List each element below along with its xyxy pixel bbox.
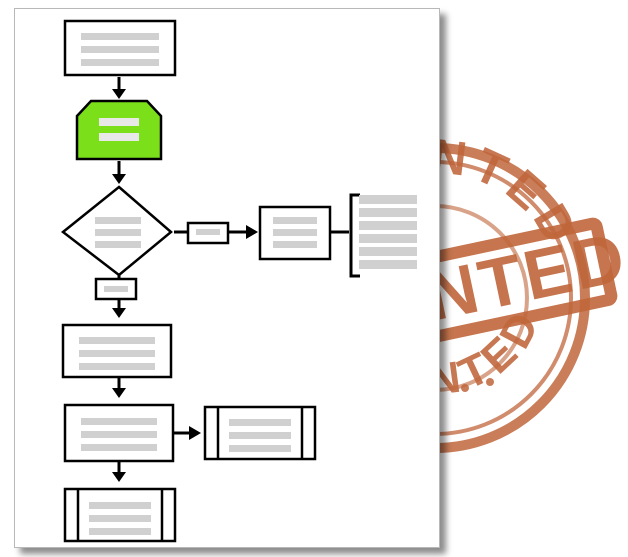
placeholder-bar [99,118,139,126]
placeholder-bar [273,229,317,236]
stamp-star [461,384,469,392]
placeholder-bar [95,217,141,224]
placeholder-bar [89,515,151,522]
arrowhead [112,89,126,99]
placeholder-bar [81,431,157,438]
arrowhead [112,308,126,318]
placeholder-bar [79,363,155,370]
placeholder-bar [229,432,291,439]
placeholder-bar [95,229,141,236]
placeholder-bar [81,46,159,53]
placeholder-text-bars [79,33,417,535]
placeholder-bar [359,247,417,256]
placeholder-bar [229,445,291,452]
flowchart-shapes [60,19,332,543]
placeholder-bar [359,195,417,204]
placeholder-bar [89,502,151,509]
annotation-bracket [349,193,360,278]
flow-step-highlighted [75,99,163,161]
placeholder-bar [359,234,417,243]
stamp-star [486,378,494,386]
placeholder-bar [81,418,157,425]
placeholder-bar [79,337,155,344]
placeholder-bar [359,221,417,230]
placeholder-bar [273,217,317,224]
arrowhead [112,472,126,482]
arrowheads [112,89,258,482]
placeholder-bar [81,59,159,66]
placeholder-bar [99,133,139,141]
placeholder-bar [196,229,220,235]
arrowhead [189,426,201,440]
arrowhead [112,174,126,184]
arrowhead [246,225,258,239]
placeholder-bar [273,241,317,248]
placeholder-bar [229,419,291,426]
placeholder-bar [79,350,155,357]
placeholder-bar [95,241,141,248]
arrowhead [112,388,126,398]
placeholder-bar [359,260,417,269]
flowchart-diagram [60,19,417,543]
placeholder-bar [359,208,417,217]
placeholder-bar [81,444,157,451]
flowchart-sheet [14,8,440,548]
placeholder-bar [104,286,128,292]
placeholder-bar [81,33,159,40]
placeholder-bar [89,528,151,535]
